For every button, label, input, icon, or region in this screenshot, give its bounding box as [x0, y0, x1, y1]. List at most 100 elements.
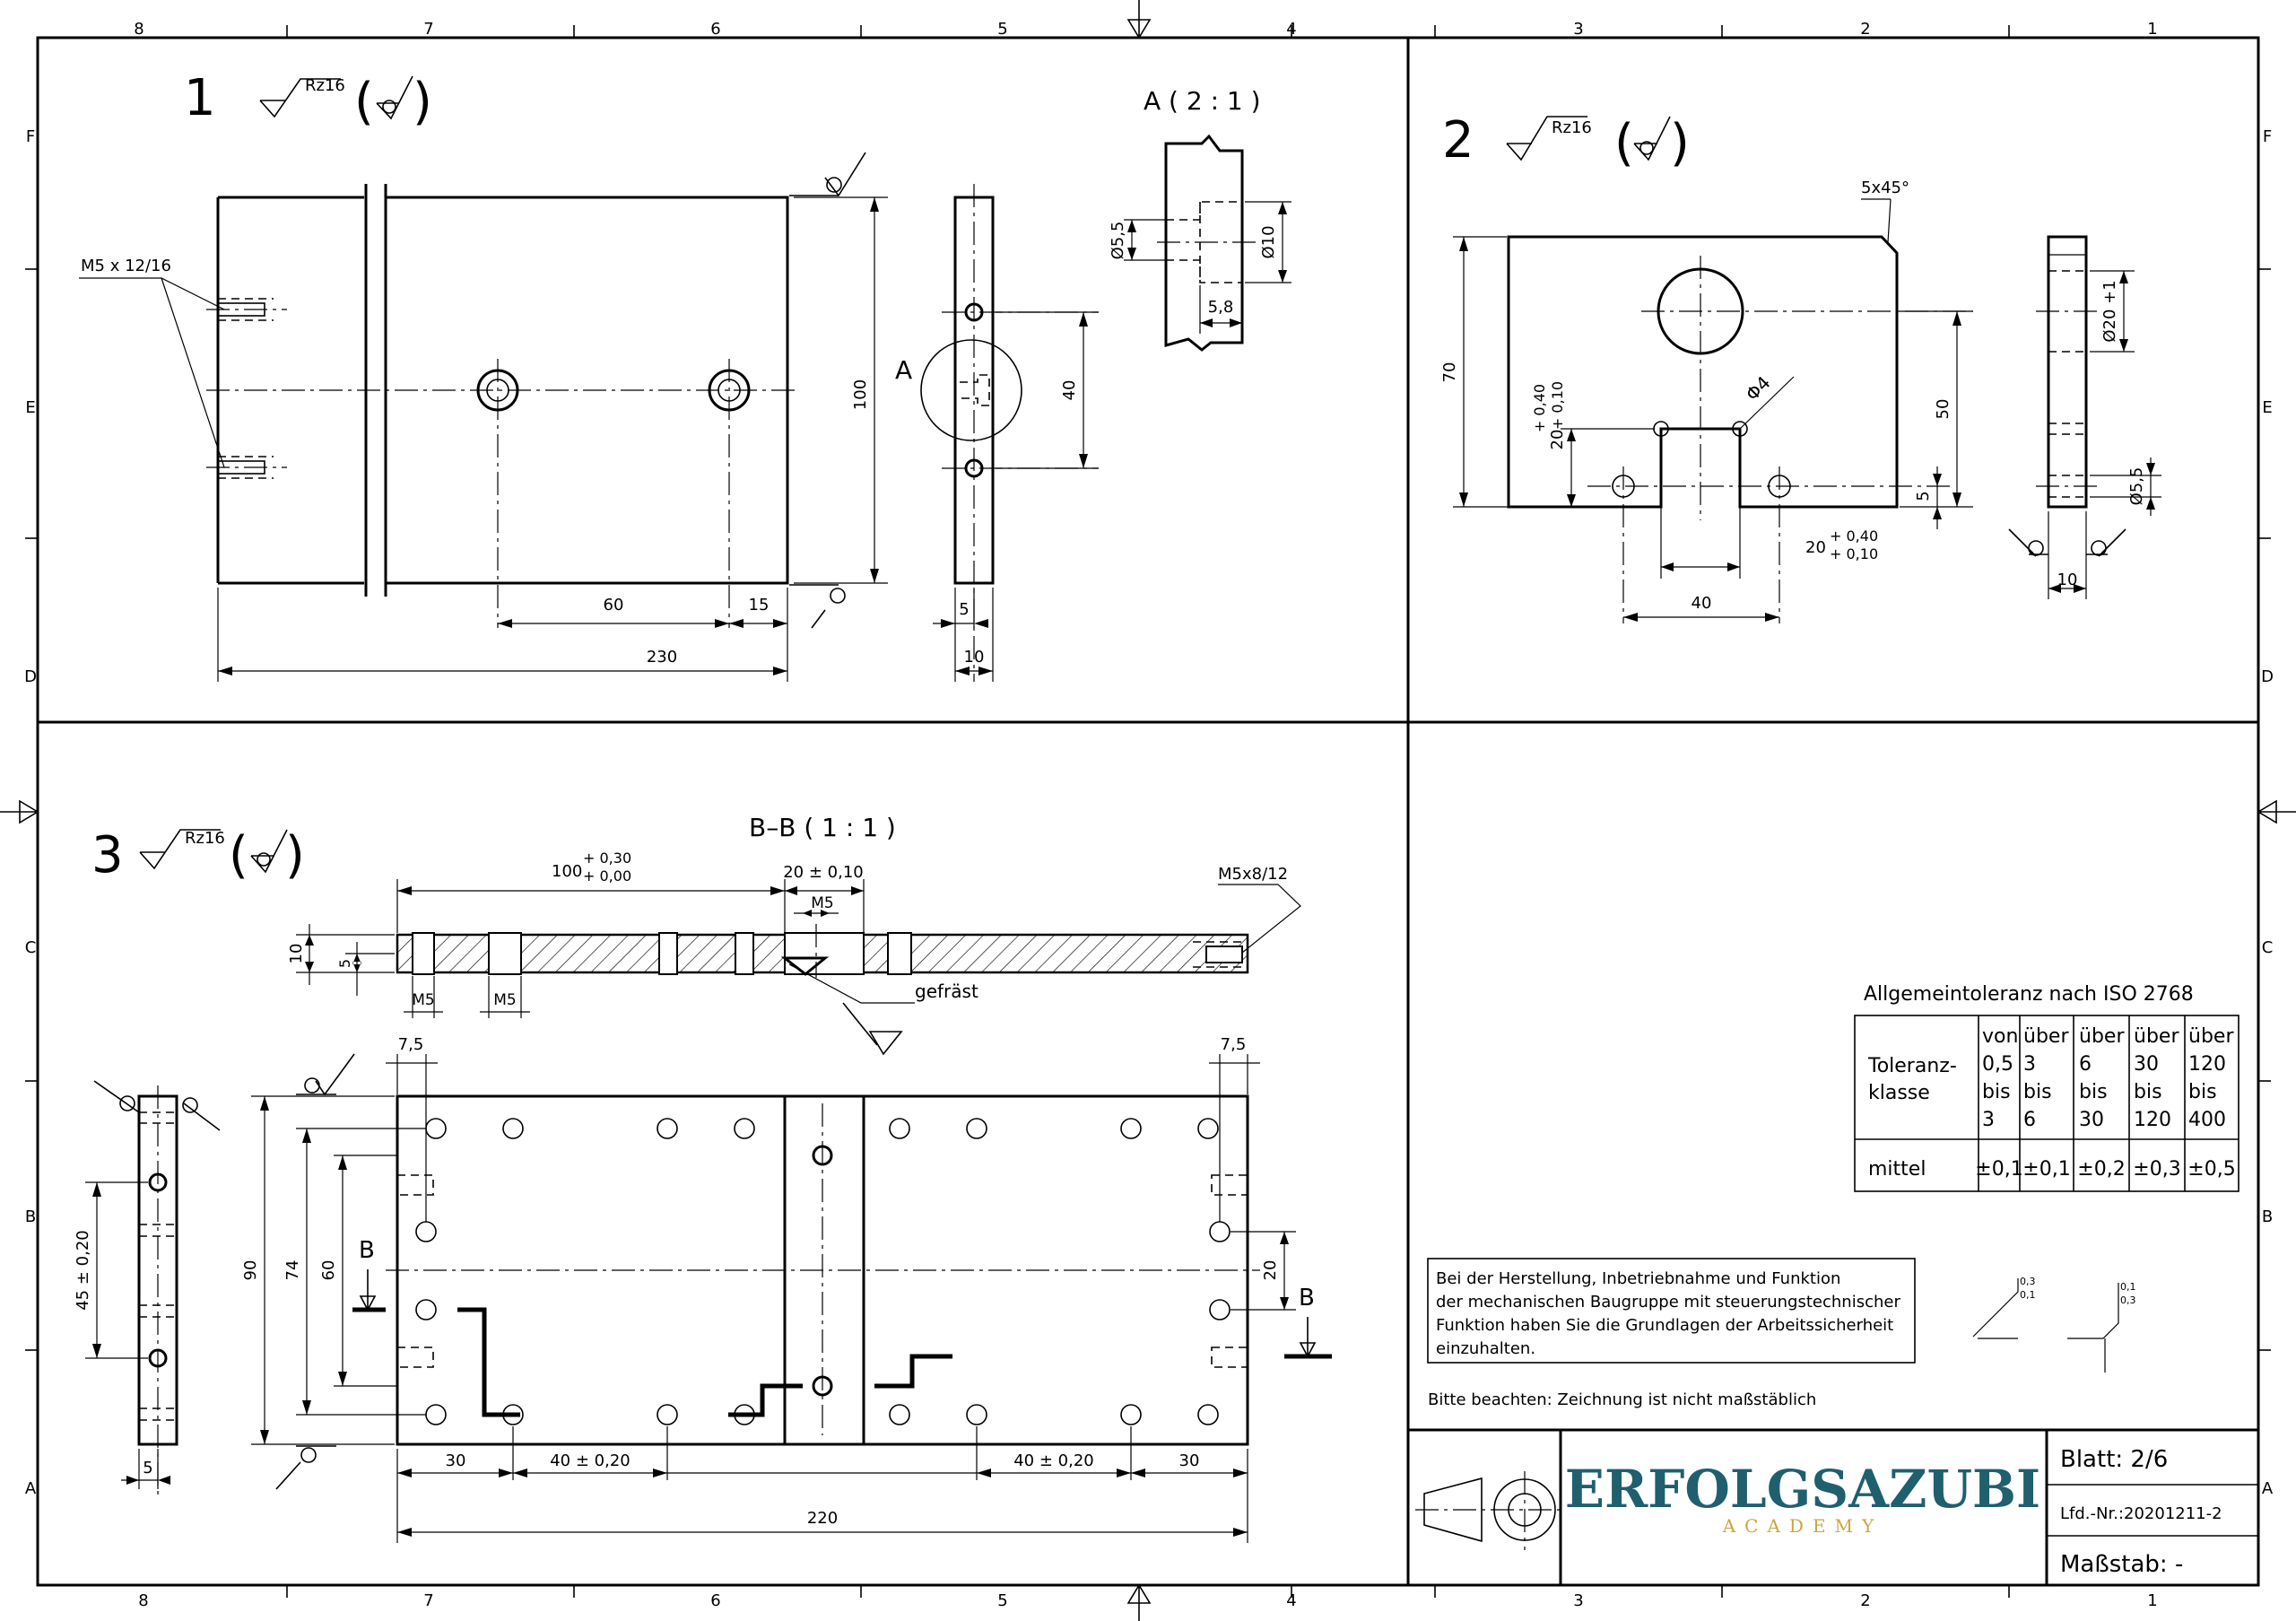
section-marker: B — [1299, 1285, 1315, 1312]
dim-60: 60 — [604, 596, 624, 614]
tol-value: ±0,3 — [2133, 1158, 2180, 1181]
tol-col-text: 3 — [1982, 1109, 1995, 1131]
row-label: A — [2262, 1479, 2274, 1498]
svg-text:0,1: 0,1 — [2020, 1289, 2036, 1301]
col-label: 1 — [2147, 1591, 2157, 1610]
col-label: 1 — [2147, 20, 2157, 39]
col-label: 6 — [710, 1591, 720, 1610]
milled-note: gefräst — [915, 980, 978, 1002]
brand-subtitle: ACADEMY — [1722, 1515, 1883, 1537]
dim-tol-upper-h: + 0,40 — [1830, 527, 1878, 545]
svg-text:0,3: 0,3 — [2120, 1294, 2136, 1306]
projection-symbol-icon — [1415, 1471, 1565, 1550]
dim-5: 5 — [1914, 491, 1933, 501]
view-number: 1 — [184, 69, 216, 127]
col-label: 2 — [1860, 1591, 1870, 1610]
svg-text:(: ( — [1614, 114, 1634, 172]
dim-50: 50 — [1934, 399, 1952, 420]
row-label: A — [25, 1479, 37, 1498]
tol-col-text: über — [2023, 1025, 2069, 1048]
svg-text:): ) — [285, 826, 305, 885]
section-title: B–B ( 1 : 1 ) — [749, 813, 896, 842]
tol-value: ±0,1 — [2022, 1158, 2070, 1181]
dim-m5-b: M5 — [493, 991, 516, 1009]
dim-30-a: 30 — [446, 1451, 466, 1470]
row-label: C — [25, 938, 37, 957]
tol-class-label: klasse — [1868, 1082, 1930, 1104]
dim-chamfer: 5x45° — [1861, 179, 1909, 197]
tol-row-label: mittel — [1868, 1158, 1926, 1181]
scale-note: Bitte beachten: Zeichnung ist nicht maßs… — [1428, 1390, 1816, 1409]
view-2-bracket: 2 Rz16 ( ) 5x45° 70 — [1440, 111, 2161, 623]
row-label: D — [24, 667, 37, 686]
col-label: 4 — [1286, 1591, 1296, 1610]
col-label: 7 — [423, 1591, 433, 1610]
dim-5: 5 — [143, 1459, 152, 1477]
row-label: C — [2262, 938, 2274, 957]
dim-230: 230 — [647, 648, 677, 667]
serial-number: Lfd.-Nr.:20201211-2 — [2060, 1504, 2222, 1523]
row-label: B — [2262, 1207, 2273, 1226]
dim-dia-5-5: Ø5,5 — [1109, 222, 1127, 260]
surface-roughness-icon: Rz16 ( ) — [259, 73, 432, 131]
dim-20-tol-h: 20 — [1805, 538, 1826, 557]
roughness-label: Rz16 — [1552, 118, 1592, 137]
dim-20-tol: 20 ± 0,10 — [783, 863, 864, 882]
svg-text:): ) — [413, 73, 432, 131]
tol-value: ±0,1 — [1975, 1158, 2022, 1181]
dim-7-5-a: 7,5 — [398, 1035, 424, 1054]
roughness-label: Rz16 — [305, 76, 345, 95]
tol-col-text: bis — [1982, 1081, 2011, 1103]
col-label: 2 — [1860, 20, 1870, 39]
tol-class-label: Toleranz- — [1867, 1055, 1957, 1077]
thread-callout: M5 x 12/16 — [81, 257, 171, 275]
col-label: 4 — [1286, 20, 1296, 39]
dim-20: 20 — [1261, 1260, 1280, 1281]
dim-74: 74 — [283, 1260, 302, 1281]
view-3-slide-plate: 3 Rz16 ( ) B–B ( 1 : 1 ) M5x8/12 gefräst — [74, 813, 1332, 1543]
dim-dia-20: Ø20 +1 — [2100, 280, 2119, 342]
detail-marker: A — [895, 355, 912, 385]
svg-text:(: ( — [229, 826, 248, 885]
surface-roughness-icon: Rz16 ( ) — [1506, 114, 1690, 172]
thread-callout: M5x8/12 — [1218, 865, 1288, 884]
general-tolerance-table: Allgemeintoleranz nach ISO 2768 Toleranz… — [1854, 983, 2239, 1192]
dim-5: 5 — [336, 959, 353, 968]
col-label: 3 — [1573, 1591, 1583, 1610]
col-label: 6 — [710, 20, 720, 39]
dim-tol-lower: + 0,00 — [583, 867, 631, 885]
tol-col-text: bis — [2134, 1081, 2162, 1103]
tolerance-table-title: Allgemeintoleranz nach ISO 2768 — [1864, 983, 2194, 1006]
tol-col-text: 30 — [2134, 1053, 2159, 1076]
col-label: 3 — [1573, 20, 1583, 39]
row-label: B — [25, 1207, 36, 1226]
dim-5: 5 — [959, 600, 969, 619]
tol-col-text: bis — [2188, 1081, 2217, 1103]
dim-dia-10: Ø10 — [1259, 225, 1278, 258]
bolt-hole-grid — [415, 1118, 1231, 1425]
safety-note-line: Funktion haben Sie die Grundlagen der Ar… — [1436, 1316, 1893, 1335]
safety-note-line: einzuhalten. — [1436, 1339, 1535, 1358]
svg-text:): ) — [1670, 114, 1690, 172]
dim-tol-lower: + 0,10 — [1549, 381, 1566, 430]
col-label: 8 — [138, 1591, 148, 1610]
safety-note-line: der mechanischen Baugruppe mit steuerung… — [1436, 1293, 1900, 1312]
surface-roughness-icon: Rz16 ( ) — [139, 826, 305, 885]
col-label: 5 — [997, 1591, 1007, 1610]
tol-value: ±0,2 — [2077, 1158, 2125, 1181]
view-number: 2 — [1442, 111, 1474, 170]
row-label: E — [25, 398, 35, 417]
tol-col-text: 0,5 — [1982, 1053, 2013, 1076]
tol-col-text: bis — [2079, 1081, 2108, 1103]
scale-value: Maßstab: - — [2060, 1551, 2183, 1578]
svg-text:0,1: 0,1 — [2120, 1281, 2136, 1293]
tolerance-symbol: 0,3 0,1 — [1972, 1276, 2036, 1339]
dim-45-tol: 45 ± 0,20 — [74, 1230, 92, 1311]
dim-90: 90 — [241, 1260, 260, 1281]
dim-10: 10 — [287, 944, 306, 964]
dim-tol-lower-h: + 0,10 — [1830, 545, 1878, 562]
dim-15: 15 — [749, 596, 770, 614]
brand-logo: ERFOLGSAZUBI — [1565, 1459, 2040, 1520]
dim-70: 70 — [1440, 362, 1459, 383]
